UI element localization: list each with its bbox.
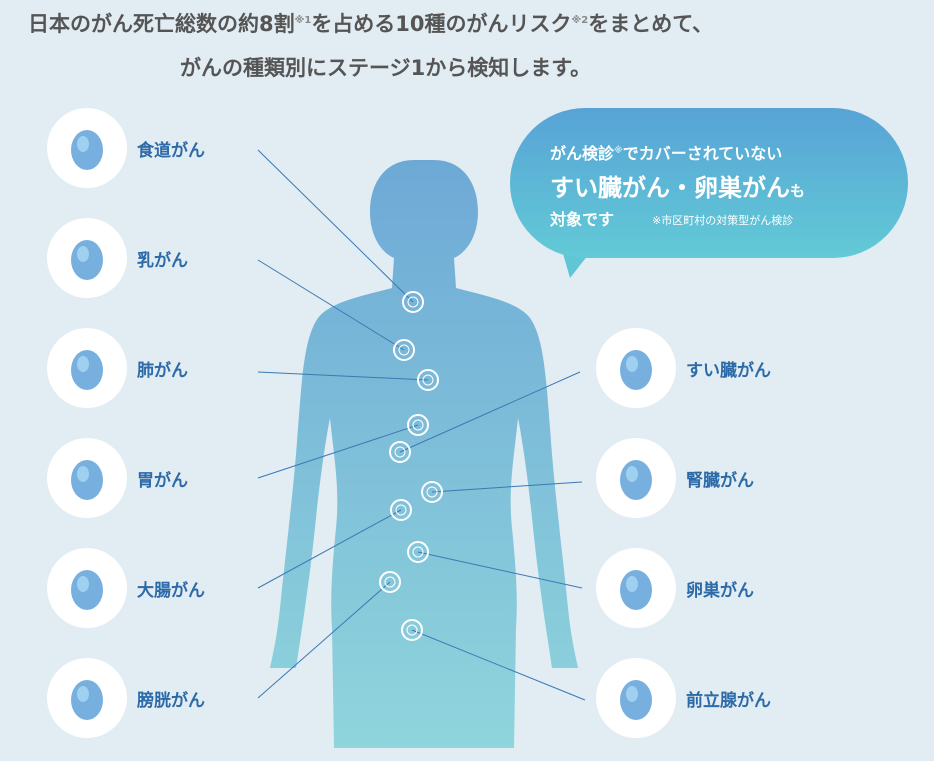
pancreas-icon (596, 328, 676, 408)
text: でカバーされていない (622, 144, 783, 163)
lungs-icon (47, 328, 127, 408)
organ-markers (379, 291, 443, 641)
breast-icon (47, 218, 127, 298)
text: がん検診 (550, 144, 615, 163)
marker (407, 541, 429, 563)
connector-lines (257, 149, 586, 701)
text: 日本のがん死亡総数の約8割 (28, 12, 295, 36)
text: も (790, 182, 806, 200)
marker (379, 571, 401, 593)
organ-label: 肺がん (137, 361, 188, 381)
stomach-icon (47, 438, 127, 518)
bubble-footnote: ※市区町村の対策型がん検診 (652, 214, 794, 227)
marker (389, 441, 411, 463)
bubble-line3: 対象です (550, 210, 615, 229)
organ-label: 腎臓がん (686, 471, 754, 491)
colon-icon (47, 548, 127, 628)
bladder-icon (47, 658, 127, 738)
organ-label: 乳がん (137, 251, 188, 271)
ovary-icon (596, 548, 676, 628)
speech-bubble: がん検診※でカバーされていない すい臓がん・卵巣がんも 対象です ※市区町村の対… (510, 108, 908, 258)
bubble-line1: がん検診※でカバーされていない (550, 140, 782, 164)
note: ※2 (571, 15, 589, 26)
kidney-icon (596, 438, 676, 518)
headline-line2: がんの種類別にステージ1から検知します。 (180, 56, 592, 80)
esophagus-icon (47, 108, 127, 188)
organ-label: 膀胱がん (137, 691, 205, 711)
text: を占める10種のがんリスク (311, 12, 572, 36)
marker (417, 369, 439, 391)
organ-label: すい臓がん (686, 361, 771, 381)
text: をまとめて、 (588, 12, 714, 36)
note: ※1 (294, 15, 312, 26)
organ-label: 胃がん (137, 471, 188, 491)
note: ※ (614, 145, 623, 156)
marker (421, 481, 443, 503)
marker (407, 414, 429, 436)
prostate-icon (596, 658, 676, 738)
text: すい臓がん・卵巣がん (550, 174, 790, 202)
organ-label: 前立腺がん (686, 691, 771, 711)
marker (402, 291, 424, 313)
organ-label: 大腸がん (137, 581, 205, 601)
organ-label: 卵巣がん (686, 581, 754, 601)
marker (390, 499, 412, 521)
marker (393, 339, 415, 361)
headline-line1: 日本のがん死亡総数の約8割※1を占める10種のがんリスク※2をまとめて、 (28, 8, 713, 38)
bubble-line2: すい臓がん・卵巣がんも (550, 168, 805, 203)
body-silhouette (270, 160, 578, 748)
marker (401, 619, 423, 641)
organ-label: 食道がん (137, 141, 205, 161)
